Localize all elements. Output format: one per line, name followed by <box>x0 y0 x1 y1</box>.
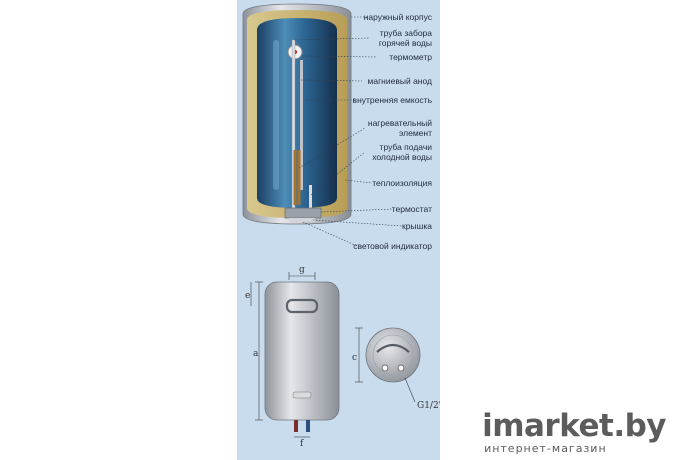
watermark-subtitle: интернет-магазин <box>484 442 607 455</box>
label-cold-water-pipe: труба подачи холодной воды <box>372 142 432 162</box>
leader-lines <box>294 16 403 247</box>
illustration-panel: g e a f c G1/2" наружный корпус труба за… <box>237 0 440 460</box>
label-insulation: теплоизоляция <box>372 178 432 188</box>
dim-label-thread: G1/2" <box>417 401 440 411</box>
dim-label-a: a <box>253 349 259 359</box>
watermark: imarket.by интернет-магазин <box>482 410 666 455</box>
watermark-brand: imarket.by <box>482 408 666 444</box>
label-outer-casing: наружный корпус <box>363 12 432 22</box>
front-pipe-cold <box>306 420 310 432</box>
thermostat-shape <box>284 207 322 219</box>
boiler-diagram: g e a f c G1/2" <box>242 3 440 449</box>
front-top-handle <box>285 298 319 314</box>
front-pipe-hot <box>294 420 298 432</box>
side-handle <box>376 343 410 353</box>
side-port-b <box>397 364 405 372</box>
front-view <box>250 272 340 438</box>
front-body <box>264 281 340 421</box>
front-dimension-lines <box>250 272 316 438</box>
label-magnesium-anode: магниевый анод <box>367 76 433 86</box>
label-thermostat: термостат <box>391 204 432 214</box>
label-hot-water-pipe: труба забора горячей воды <box>378 28 432 48</box>
side-body <box>365 327 421 383</box>
side-port-a <box>381 364 389 372</box>
label-light-indicator: световой индикатор <box>353 241 432 251</box>
tank-highlight <box>273 40 279 190</box>
cold-pipe-shape <box>309 185 312 213</box>
front-control-panel <box>292 391 312 399</box>
side-rim <box>372 334 414 376</box>
anode-shape <box>300 60 303 190</box>
heating-element-shape <box>293 150 301 205</box>
cutaway-boiler <box>242 3 352 225</box>
label-thermometer: термометр <box>389 52 432 62</box>
dim-label-f: f <box>300 439 304 449</box>
inner-tank-shape <box>257 18 337 208</box>
side-dimension-lines <box>355 327 416 403</box>
dim-label-g: g <box>299 265 305 275</box>
label-inner-tank: внутренняя емкость <box>352 95 432 105</box>
cover-shape <box>289 218 315 222</box>
dim-label-c: c <box>352 353 357 363</box>
dim-label-e: e <box>245 291 250 301</box>
side-view <box>355 327 421 403</box>
label-heating-element: нагревательный элемент <box>367 118 432 138</box>
label-cover: крышка <box>401 221 432 231</box>
